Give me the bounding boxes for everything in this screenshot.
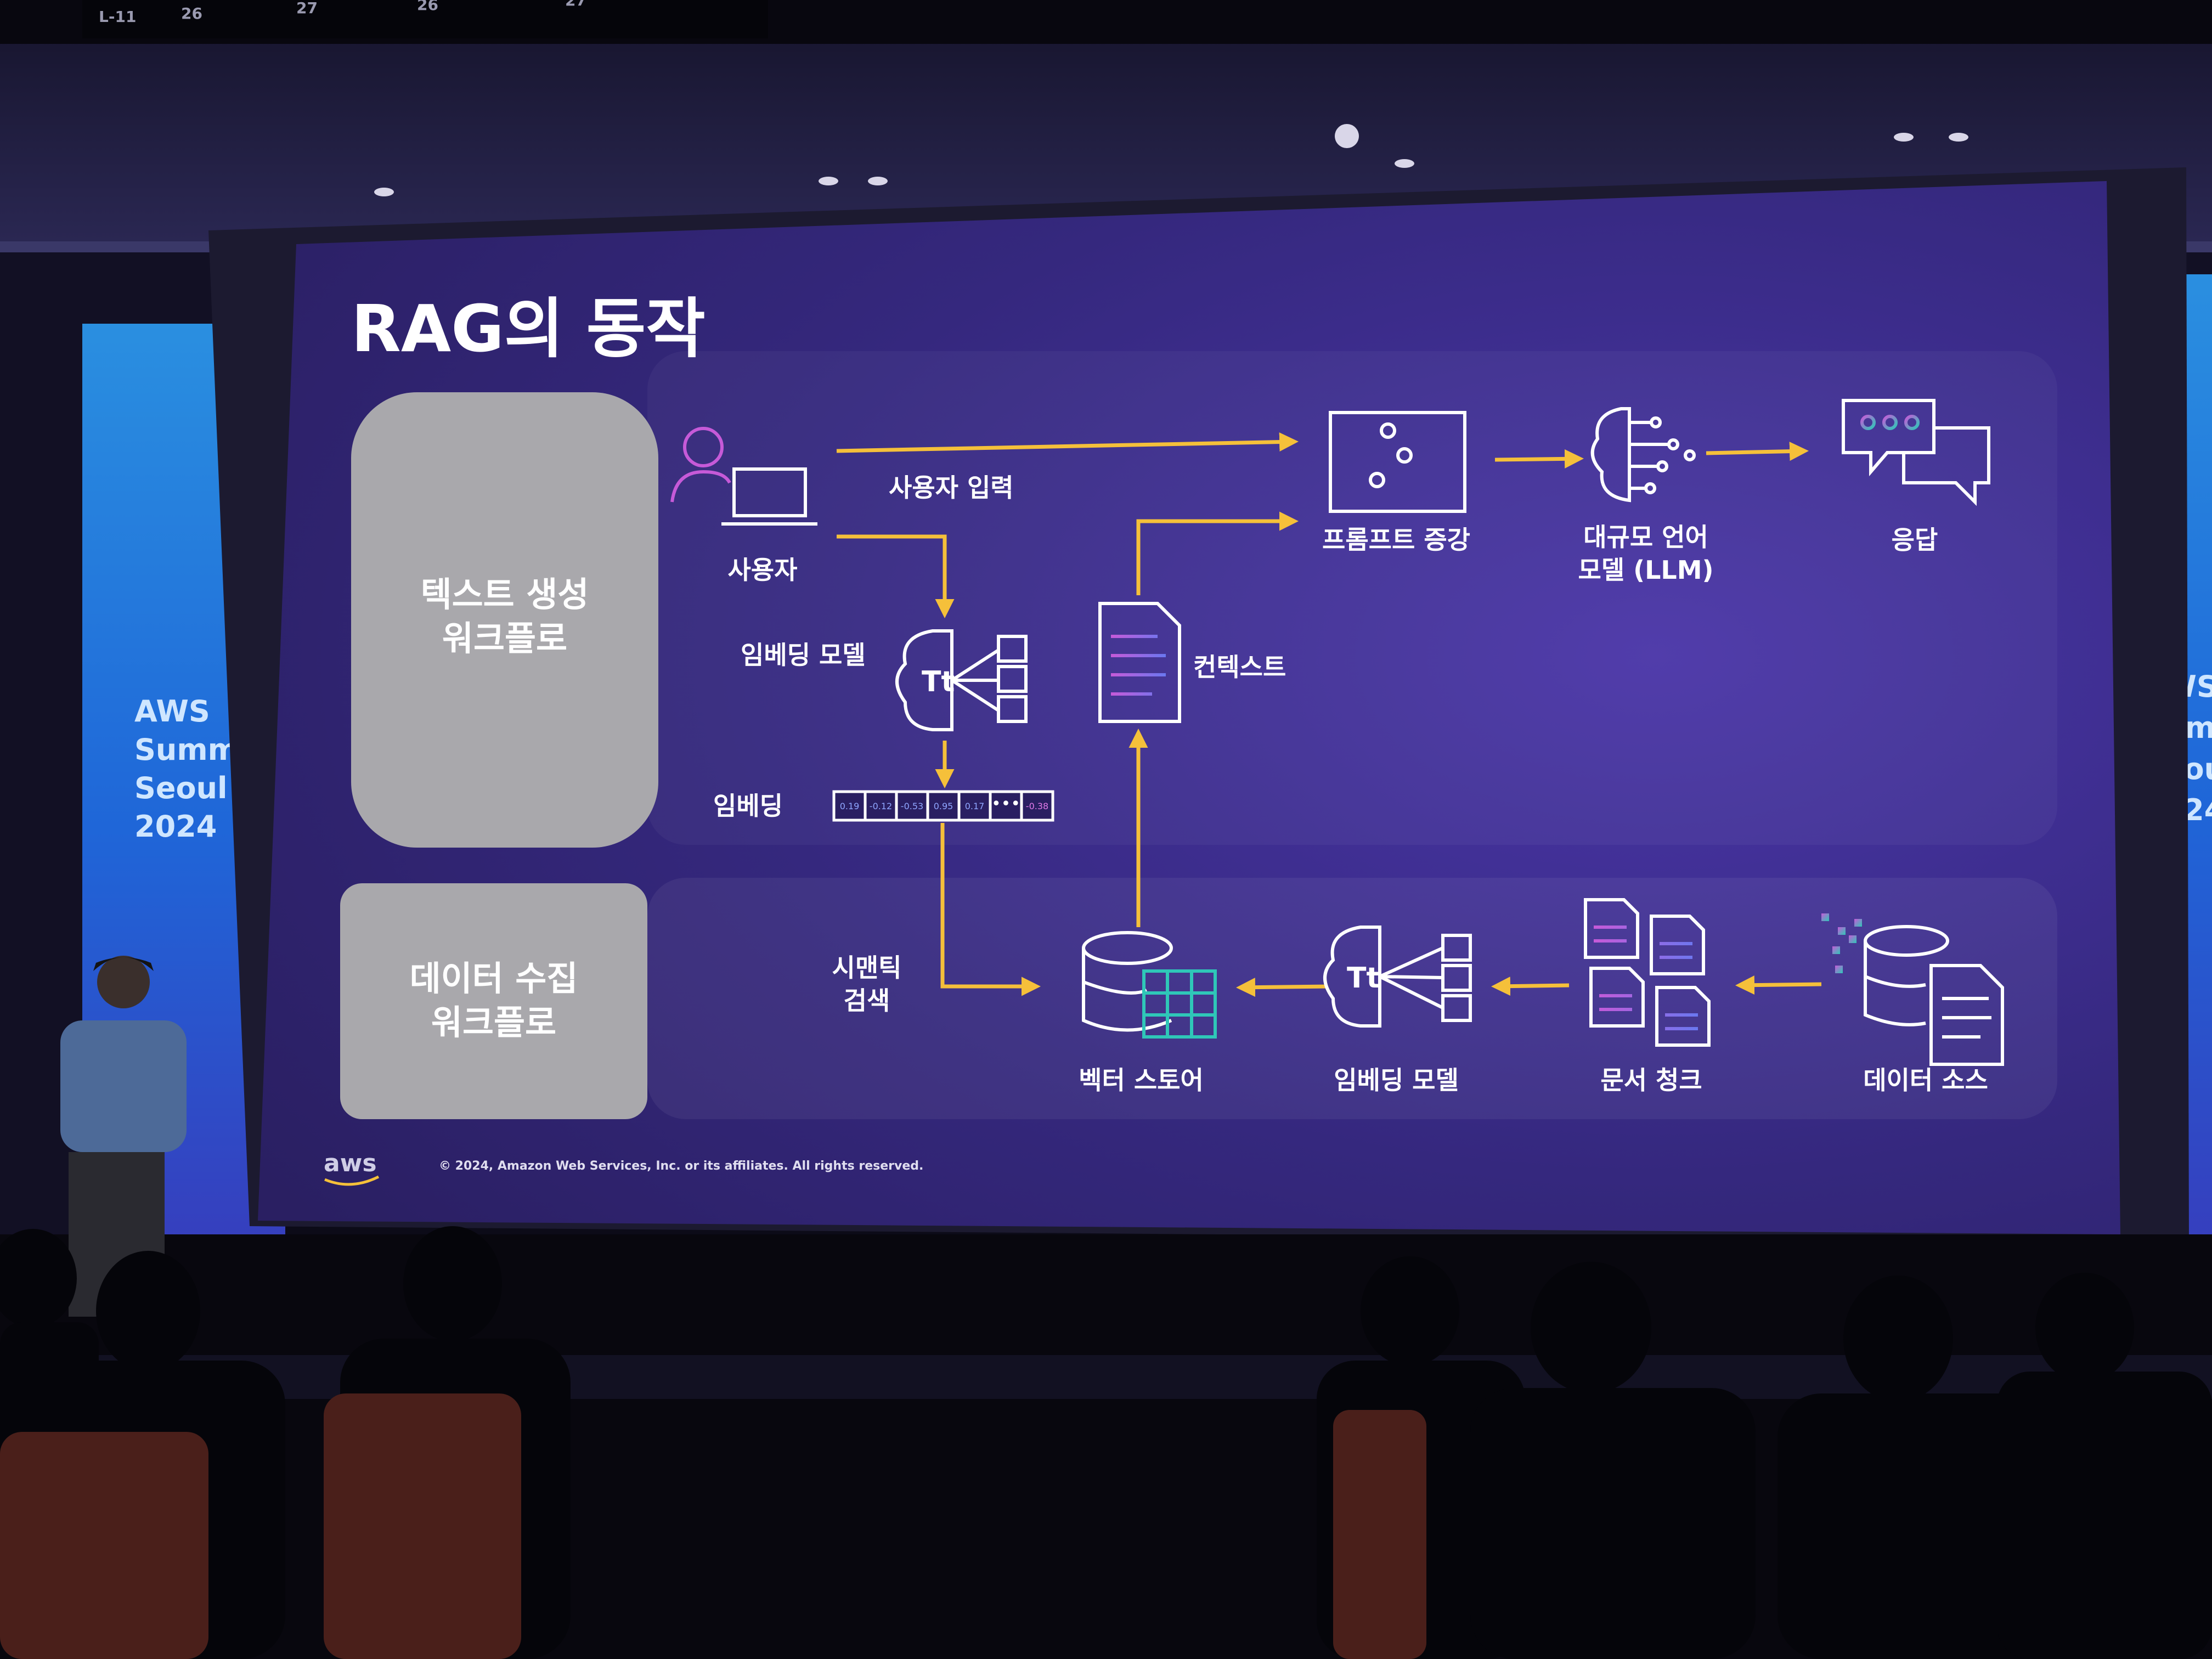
user-icon: [670, 427, 817, 526]
data-source-label: 데이터 소스: [1863, 1065, 1988, 1095]
arrow-prompt-to-llm: [1494, 449, 1584, 469]
context-label: 컨텍스트: [1193, 652, 1286, 682]
user-label: 사용자: [728, 555, 798, 585]
banner-text: Seoul: [134, 771, 228, 805]
prompt-icon: [1329, 411, 1466, 513]
embedding-model-icon: Tt: [895, 629, 1028, 731]
seat-marker: 26: [181, 4, 202, 22]
arrow-embedding-to-vectorstore: [1236, 978, 1328, 997]
semantic-search-label: 시맨틱: [832, 953, 902, 983]
chairs: [0, 1393, 1426, 1659]
embedding-value: 0.17: [965, 801, 985, 811]
doc-chunk-label: 문서 청크: [1600, 1065, 1702, 1095]
embedding-model-label-2: 임베딩 모델: [1334, 1065, 1459, 1095]
arrow-semantic-search: [940, 823, 1041, 996]
chat-icon: [1842, 399, 1990, 506]
embedding-value: -0.38: [1026, 801, 1048, 811]
copyright-text: © 2024, Amazon Web Services, Inc. or its…: [439, 1159, 923, 1173]
seat-marker: 27: [296, 0, 318, 17]
ceiling-lights: [374, 124, 1968, 196]
user-input-label: 사용자 입력: [889, 473, 1014, 503]
data-workflow-label: 워크플로: [431, 1002, 556, 1042]
embedding-cell: [1020, 790, 1054, 822]
embedding-cell: [926, 790, 961, 822]
embedding-value: 0.19: [840, 801, 860, 811]
aws-smile-icon: [324, 1175, 380, 1186]
text-workflow-region: [647, 351, 2057, 845]
embedding-value: 0.95: [934, 801, 953, 811]
prompt-augment-label: 프롬프트 증강: [1322, 525, 1470, 555]
llm-label: 모델 (LLM): [1578, 555, 1713, 585]
data-workflow-panel: [340, 883, 647, 1119]
embedding-value: -0.53: [901, 801, 923, 811]
arrow-llm-to-response: [1706, 442, 1809, 461]
slide-title: RAG의 동작: [351, 291, 706, 366]
embedding-value: •••: [991, 794, 1020, 814]
embedding-cell: [957, 790, 992, 822]
semantic-search-label: 검색: [844, 986, 890, 1015]
aws-logo: aws: [324, 1149, 377, 1177]
arrow-chunk-to-embedding: [1491, 977, 1570, 996]
text-workflow-label: 워크플로: [442, 618, 567, 658]
text-workflow-label: 텍스트 생성: [421, 574, 589, 614]
embedding-value: -0.12: [870, 801, 892, 811]
embedding-label: 임베딩: [713, 791, 783, 821]
response-label: 응답: [1892, 525, 1938, 555]
seat-marker: L-11: [99, 8, 136, 26]
llm-label: 대규모 언어: [1583, 522, 1708, 552]
seat-marker: 27: [565, 0, 586, 9]
banner-text: 2024: [134, 809, 217, 844]
brain-icon: [1590, 407, 1696, 503]
document-icon: [1098, 602, 1181, 723]
embedding-cell: [832, 790, 867, 822]
seat-marker: 26: [417, 0, 438, 14]
flow-arrows: [836, 432, 1822, 997]
arrow-source-to-chunk: [1735, 975, 1822, 995]
text-workflow-panel: [351, 392, 658, 848]
svg-text:Tt: Tt: [922, 665, 955, 698]
embedding-model-icon: Tt: [1323, 926, 1472, 1028]
arrow-user-input: [836, 432, 1299, 453]
svg-text:Tt: Tt: [1347, 962, 1380, 995]
vector-store-label: 벡터 스토어: [1079, 1065, 1204, 1095]
data-source-icon: [1821, 913, 2004, 1066]
documents-icon: [1584, 898, 1711, 1047]
embedding-vector: 0.19 -0.12 -0.53 0.95 0.17 ••• -0.38: [832, 790, 1054, 822]
database-icon: [1082, 931, 1217, 1039]
banner-text: AWS: [134, 694, 210, 729]
arrow-context-to-prompt: [1136, 511, 1299, 595]
embedding-model-label: 임베딩 모델: [741, 640, 866, 670]
arrow-user-to-embedding: [837, 534, 955, 618]
data-workflow-label: 데이터 수집: [410, 958, 578, 998]
